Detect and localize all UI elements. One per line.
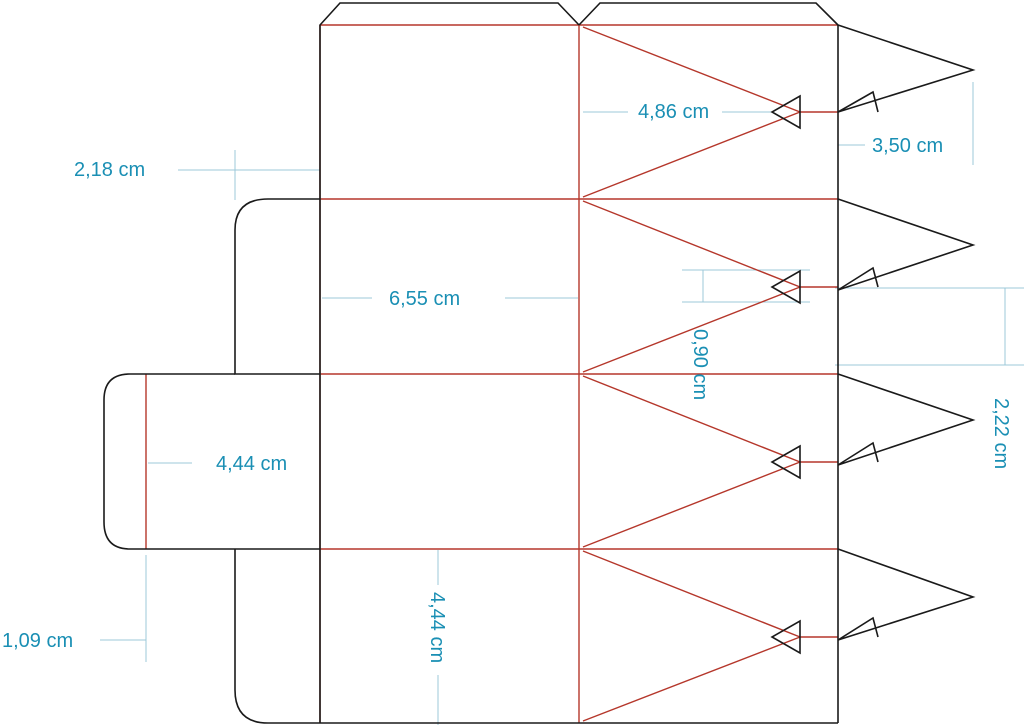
dimension-label-0-90: 0,90 cm bbox=[689, 329, 711, 400]
cut-lines bbox=[103, 2, 976, 724]
dimension-label-2-22: 2,22 cm bbox=[990, 398, 1012, 469]
notch-triangle-3 bbox=[770, 444, 801, 480]
dimension-label-1-09: 1,09 cm bbox=[2, 630, 73, 652]
notch-triangle-2 bbox=[770, 269, 801, 305]
dimension-lines bbox=[100, 82, 1024, 725]
dimension-label-4-44-vertical: 4,44 cm bbox=[426, 592, 448, 663]
dimension-labels: 4,86 cm 3,50 cm 2,18 cm 6,55 cm 0,90 cm … bbox=[2, 101, 1012, 663]
dimension-label-4-86: 4,86 cm bbox=[638, 101, 709, 123]
notch-triangle-4 bbox=[770, 619, 801, 655]
dimension-label-4-44-horizontal: 4,44 cm bbox=[216, 453, 287, 475]
dimension-label-3-50: 3,50 cm bbox=[872, 135, 943, 157]
notch-triangle-1 bbox=[770, 94, 801, 130]
dimension-label-6-55: 6,55 cm bbox=[389, 288, 460, 310]
dimension-label-2-18: 2,18 cm bbox=[74, 159, 145, 181]
